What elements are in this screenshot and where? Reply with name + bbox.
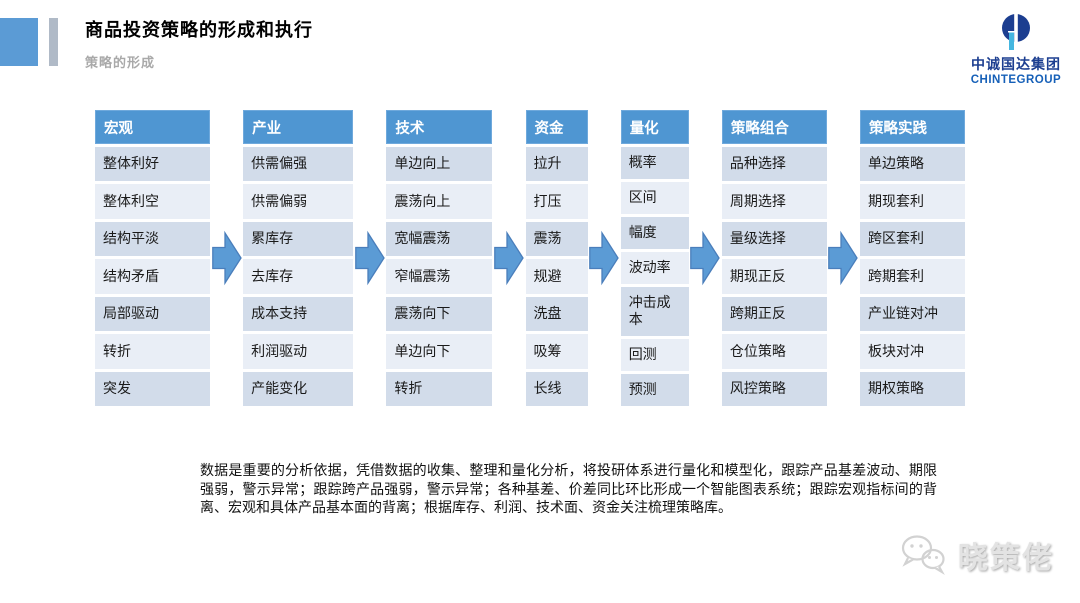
chinte-group-logo-icon xyxy=(1002,12,1030,50)
column-cell: 期现套利 xyxy=(860,184,966,219)
column-cell: 波动率 xyxy=(620,251,689,284)
column-cell: 局部驱动 xyxy=(95,296,210,332)
company-logo: 中诚国达集团 CHINTEGROUP xyxy=(966,12,1066,86)
column-cell: 单边向上 xyxy=(386,147,493,182)
flow-column-6: 策略组合品种选择周期选择量级选择期现正反跨期正反仓位策略风控策略 xyxy=(721,110,827,406)
column-cell: 成本支持 xyxy=(243,296,354,332)
column-header: 宏观 xyxy=(95,110,210,144)
flow-arrow-4 xyxy=(588,110,621,406)
column-cell: 供需偏弱 xyxy=(243,184,354,219)
column-cell: 幅度 xyxy=(620,216,689,249)
column-header: 资金 xyxy=(525,110,588,144)
column-cell: 回测 xyxy=(620,339,689,372)
column-cell: 震荡 xyxy=(525,221,588,257)
column-cell: 品种选择 xyxy=(721,147,827,182)
column-cell: 供需偏强 xyxy=(243,147,354,182)
column-cell: 结构平淡 xyxy=(95,221,210,257)
column-cell: 整体利好 xyxy=(95,147,210,182)
right-arrow-icon xyxy=(354,230,385,286)
column-cell: 周期选择 xyxy=(721,184,827,219)
column-cell: 区间 xyxy=(620,181,689,214)
column-cell: 量级选择 xyxy=(721,221,827,257)
right-arrow-icon xyxy=(494,230,524,286)
logo-name-en: CHINTEGROUP xyxy=(970,74,1062,86)
column-cell: 转折 xyxy=(386,371,493,406)
flow-column-7: 策略实践单边策略期现套利跨区套利跨期套利产业链对冲板块对冲期权策略 xyxy=(860,110,966,406)
flow-arrow-5 xyxy=(689,110,722,406)
page-subtitle: 策略的形成 xyxy=(85,55,156,70)
right-arrow-icon xyxy=(211,230,242,286)
column-cell: 转折 xyxy=(95,334,210,369)
column-header: 技术 xyxy=(386,110,493,144)
column-header: 产业 xyxy=(243,110,354,144)
column-cell: 吸筹 xyxy=(525,334,588,369)
column-cell: 跨期正反 xyxy=(721,296,827,332)
watermark: 晓策佬 xyxy=(900,533,1054,577)
column-cell: 跨期套利 xyxy=(860,259,966,294)
column-cell: 整体利空 xyxy=(95,184,210,219)
column-cell: 打压 xyxy=(525,184,588,219)
flow-column-4: 资金拉升打压震荡规避洗盘吸筹长线 xyxy=(525,110,588,406)
column-cell: 期现正反 xyxy=(721,259,827,294)
column-cell: 利润驱动 xyxy=(243,334,354,369)
column-header: 策略组合 xyxy=(721,110,827,144)
flow-arrow-2 xyxy=(353,110,386,406)
flow-columns: 宏观整体利好整体利空结构平淡结构矛盾局部驱动转折突发产业供需偏强供需偏弱累库存去… xyxy=(95,110,966,406)
column-cell: 风控策略 xyxy=(721,371,827,406)
column-cell: 突发 xyxy=(95,371,210,406)
flow-arrow-6 xyxy=(827,110,860,406)
column-cell: 板块对冲 xyxy=(860,334,966,369)
column-cell: 跨区套利 xyxy=(860,221,966,257)
column-cell: 洗盘 xyxy=(525,296,588,332)
column-cell: 冲击成本 xyxy=(620,286,689,337)
column-cell: 期权策略 xyxy=(860,371,966,406)
column-header: 量化 xyxy=(620,110,689,144)
flow-column-3: 技术单边向上震荡向上宽幅震荡窄幅震荡震荡向下单边向下转折 xyxy=(386,110,493,406)
title-accent-bar xyxy=(49,18,58,66)
column-cell: 去库存 xyxy=(243,259,354,294)
column-cell: 宽幅震荡 xyxy=(386,221,493,257)
description-paragraph: 数据是重要的分析依据，凭借数据的收集、整理和量化分析，将投研体系进行量化和模型化… xyxy=(200,462,937,516)
column-cell: 概率 xyxy=(620,147,689,179)
page-title: 商品投资策略的形成和执行 xyxy=(85,20,313,40)
right-arrow-icon xyxy=(828,230,859,286)
flow-arrow-3 xyxy=(492,110,525,406)
column-cell: 产能变化 xyxy=(243,371,354,406)
column-cell: 震荡向上 xyxy=(386,184,493,219)
flow-column-1: 宏观整体利好整体利空结构平淡结构矛盾局部驱动转折突发 xyxy=(95,110,210,406)
flow-column-2: 产业供需偏强供需偏弱累库存去库存成本支持利润驱动产能变化 xyxy=(243,110,354,406)
column-cell: 累库存 xyxy=(243,221,354,257)
column-cell: 震荡向下 xyxy=(386,296,493,332)
column-header: 策略实践 xyxy=(860,110,966,144)
flow-column-5: 量化概率区间幅度波动率冲击成本回测预测 xyxy=(620,110,689,406)
column-cell: 窄幅震荡 xyxy=(386,259,493,294)
column-cell: 产业链对冲 xyxy=(860,296,966,332)
logo-name-cn: 中诚国达集团 xyxy=(971,56,1061,72)
title-accent-square xyxy=(0,18,38,66)
column-cell: 拉升 xyxy=(525,147,588,182)
column-cell: 单边策略 xyxy=(860,147,966,182)
flow-arrow-1 xyxy=(210,110,243,406)
column-cell: 长线 xyxy=(525,371,588,406)
column-cell: 结构矛盾 xyxy=(95,259,210,294)
right-arrow-icon xyxy=(690,230,721,286)
column-cell: 规避 xyxy=(525,259,588,294)
column-cell: 单边向下 xyxy=(386,334,493,369)
watermark-text: 晓策佬 xyxy=(958,542,1054,575)
column-cell: 仓位策略 xyxy=(721,334,827,369)
right-arrow-icon xyxy=(589,230,619,286)
wechat-icon xyxy=(901,535,945,576)
column-cell: 预测 xyxy=(620,374,689,406)
